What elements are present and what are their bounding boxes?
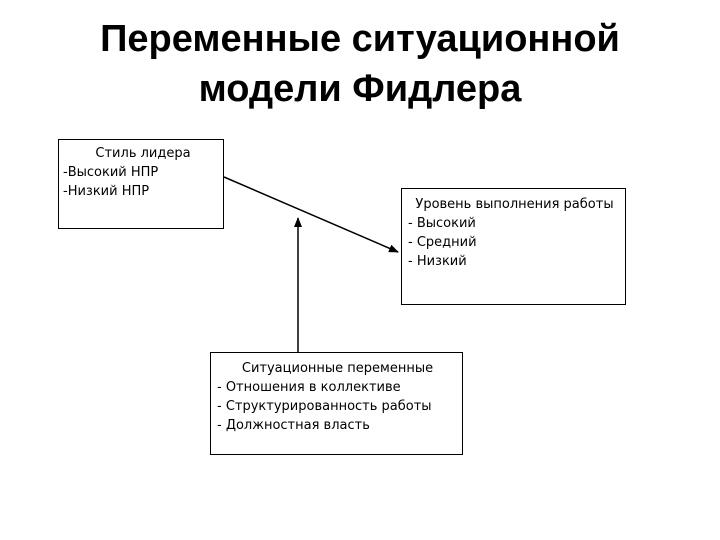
situational-variables-item: - Отношения в коллективе <box>217 380 401 395</box>
slide-title-line-2: модели Фидлера <box>198 68 522 110</box>
leader-style-title: Стиль лидера <box>95 146 191 161</box>
situational-variables-title: Ситуационные переменные <box>241 361 434 376</box>
leader-style-box: Стиль лидера -Высокий НПР -Низкий НПР <box>58 139 224 229</box>
leader-style-item: -Высокий НПР <box>63 165 159 180</box>
leader-to-performance-arrow <box>223 176 399 253</box>
situational-variables-item: - Структурированность работы <box>217 399 432 414</box>
performance-level-box: Уровень выполнения работы - Высокий - Ср… <box>401 188 626 305</box>
performance-level-item: - Низкий <box>408 254 467 269</box>
situational-variables-box: Ситуационные переменные - Отношения в ко… <box>210 352 463 455</box>
situational-variables-item: - Должностная власть <box>217 418 370 433</box>
slide-title: Переменные ситуационной модели Фидлера <box>0 14 720 114</box>
performance-level-item: - Средний <box>408 235 477 250</box>
slide-title-line-1: Переменные ситуационной <box>100 18 620 60</box>
leader-style-item: -Низкий НПР <box>63 184 150 199</box>
performance-level-item: - Высокий <box>408 216 476 231</box>
performance-level-title: Уровень выполнения работы <box>415 197 614 212</box>
